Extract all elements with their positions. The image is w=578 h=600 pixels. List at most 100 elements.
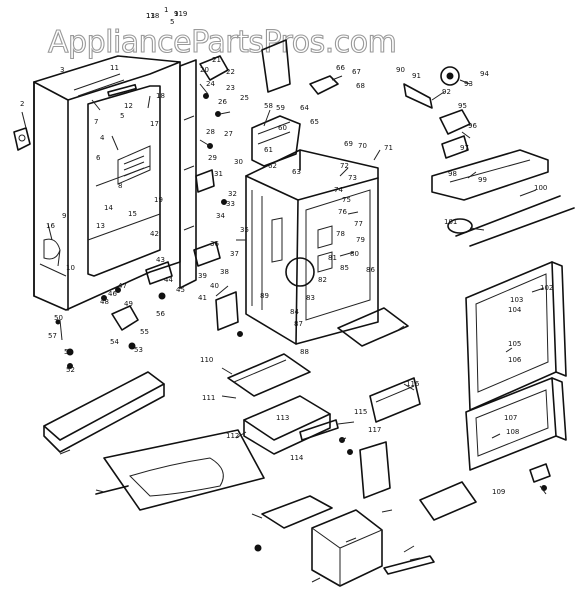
callout-number: 115 — [354, 408, 367, 416]
callout-number: 88 — [300, 348, 309, 356]
callout-number: 57 — [48, 332, 57, 340]
callout-number: 76 — [338, 208, 347, 216]
callout-number: 26 — [218, 98, 227, 106]
callout-number: 25 — [240, 94, 249, 102]
callout-number: 44 — [164, 276, 173, 284]
callout-number: 87 — [294, 320, 303, 328]
callout-number: 21 — [212, 56, 221, 64]
watermark-text: AppliancePartsPros.com — [48, 25, 396, 60]
callout-number: 12 — [124, 102, 133, 110]
callout-number: 16 — [46, 222, 55, 230]
callout-number: 118 — [146, 12, 159, 20]
callout-number: 6 — [96, 154, 101, 162]
callout-number: 98 — [448, 170, 457, 178]
callout-number: 89 — [260, 292, 269, 300]
callout-number: 17 — [150, 120, 159, 128]
callout-number: 60 — [278, 124, 287, 132]
callout-number: 107 — [504, 414, 517, 422]
callout-number: 94 — [480, 70, 489, 78]
callout-number: 33 — [226, 200, 235, 208]
callout-number: 55 — [140, 328, 149, 336]
callout-number: 39 — [198, 272, 207, 280]
callout-number: 99 — [478, 176, 487, 184]
callout-number: 14 — [104, 204, 113, 212]
fan-and-duct — [403, 66, 575, 247]
callout-number: 81 — [328, 254, 337, 262]
center-column-parts — [145, 55, 243, 337]
callout-number: 58 — [264, 102, 273, 110]
cabinet-shell — [33, 55, 181, 311]
callout-number: 72 — [340, 162, 349, 170]
callout-number: 15 — [128, 210, 137, 218]
callout-number: 77 — [354, 220, 363, 228]
control-housing — [251, 75, 339, 167]
callout-number: 111 — [202, 394, 215, 402]
callout-number: 48 — [100, 298, 109, 306]
callout-number: 35 — [240, 226, 249, 234]
callout-number: 52 — [66, 366, 75, 374]
callout-number: 49 — [124, 300, 133, 308]
callout-number: 40 — [210, 282, 219, 290]
callout-number: 83 — [306, 294, 315, 302]
callout-number: 11 — [110, 64, 119, 72]
callout-number: 36 — [210, 240, 219, 248]
callout-number: 53 — [134, 346, 143, 354]
callout-number: 117 — [368, 426, 381, 434]
callout-number: 63 — [292, 168, 301, 176]
callout-number: 86 — [366, 266, 375, 274]
callout-number: 13 — [146, 12, 155, 20]
callout-number: 32 — [228, 190, 237, 198]
callout-number: 9 — [174, 10, 178, 18]
callout-number: 110 — [200, 356, 213, 364]
callout-number: 56 — [156, 310, 165, 318]
callout-number: 64 — [300, 104, 309, 112]
callout-number: 68 — [356, 82, 365, 90]
shelves — [227, 307, 477, 521]
callout-number: 74 — [334, 186, 343, 194]
callout-number: 50 — [54, 314, 63, 322]
top-panel-part — [261, 39, 291, 93]
callout-number: 95 — [458, 102, 467, 110]
callout-number: 4 — [100, 134, 105, 142]
callout-number: 71 — [384, 144, 393, 152]
callout-number: 5 — [170, 18, 174, 26]
callout-number: 90 — [396, 66, 405, 74]
callout-number: 79 — [356, 236, 365, 244]
callout-number: 84 — [290, 308, 299, 316]
callout-number: 20 — [200, 66, 209, 74]
callout-number: 116 — [406, 380, 420, 388]
callout-number: 46 — [108, 290, 117, 298]
callout-number: 43 — [156, 256, 165, 264]
callout-number: 18 — [156, 92, 165, 100]
callout-number: 1 — [164, 6, 168, 14]
callout-number: 69 — [344, 140, 353, 148]
callout-number: 34 — [216, 212, 225, 220]
callout-number: 47 — [118, 282, 127, 290]
callout-number: 29 — [208, 154, 217, 162]
callout-number: 61 — [264, 146, 273, 154]
callout-number: 67 — [352, 68, 361, 76]
callout-number: 42 — [150, 230, 159, 238]
crisper-parts — [43, 371, 265, 511]
callout-number: 24 — [206, 80, 215, 88]
callout-number: 96 — [468, 122, 477, 130]
callout-number: 103 — [510, 296, 523, 304]
callout-number: 27 — [224, 130, 233, 138]
callout-number: 93 — [464, 80, 473, 88]
callout-number: 113 — [276, 414, 289, 422]
callout-number: 75 — [342, 196, 351, 204]
doors — [465, 261, 567, 483]
left-hardware — [13, 127, 166, 369]
callout-number: 45 — [176, 286, 185, 294]
bottom-drawers — [254, 437, 547, 587]
fresh-food-liner — [245, 149, 379, 345]
callout-number: 59 — [276, 104, 285, 112]
callout-number: 30 — [234, 158, 243, 166]
callout-number: 31 — [214, 170, 223, 178]
callout-number: 97 — [460, 144, 469, 152]
callout-number: 106 — [508, 356, 522, 364]
callout-number: 66 — [336, 64, 345, 72]
